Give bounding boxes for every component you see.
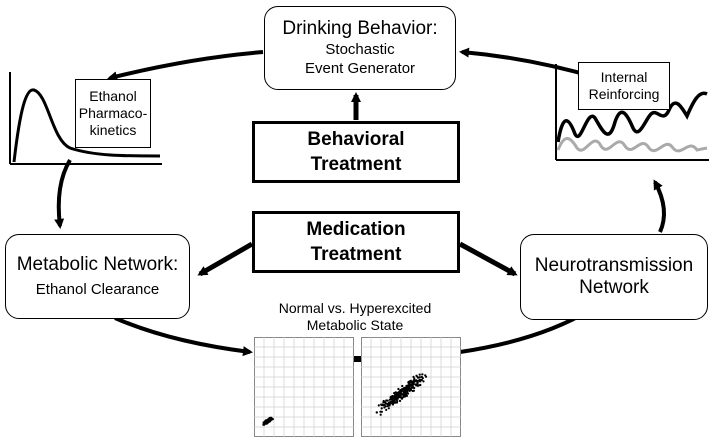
behavioral-line2: Treatment: [310, 154, 402, 175]
hyperexcited-state-scatter: [361, 337, 461, 437]
normal-state-scatter: [254, 337, 354, 437]
arrow-medication-to-neuro: [458, 241, 518, 277]
arrow-medication-to-metabolic: [197, 241, 254, 277]
medication-treatment-box: Medication Treatment: [252, 211, 460, 273]
pk-label-line2: Pharmaco-: [78, 105, 148, 121]
reinforcing-signal-plot: [555, 64, 709, 161]
behavioral-treatment-box: Behavioral Treatment: [252, 121, 460, 183]
arrow-metabolic-to-scatter: [114, 316, 253, 357]
pk-label-line3: kinetics: [89, 122, 137, 138]
medication-line2: Treatment: [310, 244, 402, 265]
drinking-title: Drinking Behavior:: [282, 18, 438, 39]
pk-inset-label-box: Ethanol Pharmaco- kinetics: [75, 79, 151, 148]
pk-curve-plot: [9, 72, 162, 165]
scatter-caption-line2: Metabolic State: [306, 317, 404, 333]
normal-scatter-points: [262, 416, 274, 426]
pk-curve: [12, 88, 161, 163]
medication-line1: Medication: [306, 219, 406, 240]
scatter-caption-line1: Normal vs. Hyperexcited: [278, 300, 432, 316]
drinking-behavior-box: Drinking Behavior: Stochastic Event Gene…: [264, 6, 456, 90]
reinf-gray-signal: [556, 137, 708, 153]
drinking-line1: Stochastic: [325, 41, 395, 58]
metabolic-title: Metabolic Network:: [16, 254, 179, 275]
neuro-line1: Neurotransmission: [534, 255, 694, 276]
normal-scatter-grid: [254, 337, 354, 437]
hyperexcited-scatter-points: [375, 373, 428, 416]
hyperexcited-scatter-grid: [361, 337, 461, 437]
drinking-line2: Event Generator: [304, 60, 416, 77]
metabolic-network-box: Metabolic Network: Ethanol Clearance: [5, 234, 190, 319]
reinf-label-line2: Reinforcing: [588, 86, 660, 102]
scatter-caption: Normal vs. Hyperexcited Metabolic State: [250, 300, 460, 334]
neurotransmission-network-box: Neurotransmission Network: [520, 234, 708, 320]
reinforcing-inset-label-box: Internal Reinforcing: [578, 62, 670, 110]
neuro-line2: Network: [579, 277, 649, 298]
arrow-neuro-to-reinforcing: [653, 179, 666, 233]
arrow-drinking-to-pk: [107, 50, 264, 82]
metabolic-sub: Ethanol Clearance: [35, 281, 160, 298]
reinf-black-signal: [556, 91, 708, 143]
scatter-link: [352, 356, 362, 362]
reinf-label-line1: Internal: [600, 69, 648, 85]
behavioral-line1: Behavioral: [307, 129, 405, 150]
pk-label-line1: Ethanol: [89, 88, 137, 104]
